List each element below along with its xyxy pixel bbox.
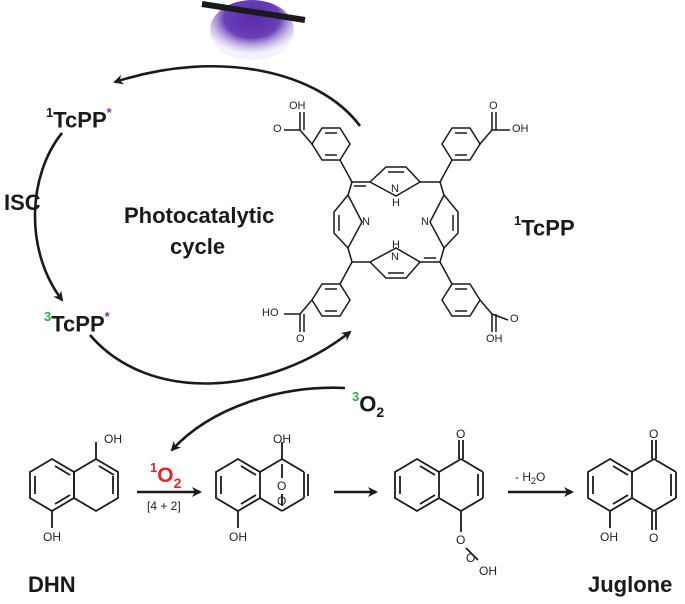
phenyl-top-right xyxy=(441,127,481,161)
porphyrin-n-right: N xyxy=(421,216,429,228)
juglone-oh: OH xyxy=(600,530,618,544)
excited-star: * xyxy=(106,105,112,120)
triplet-tcpp-name: TcPP xyxy=(51,311,105,337)
pyrrole-right xyxy=(429,193,459,250)
hydroperoxide-ketone-o: O xyxy=(456,427,466,441)
cycloaddition-label: [4 + 2] xyxy=(147,499,181,513)
triplet-oxygen-superscript: 3 xyxy=(352,389,360,404)
juglone-structure xyxy=(587,440,677,530)
porphyrin-structure xyxy=(284,112,510,332)
triplet-oxygen-label: 3O2 xyxy=(352,389,384,419)
dehydration-label: - H2O xyxy=(515,470,546,486)
porphyrin-superscript: 1 xyxy=(514,213,522,228)
porphyrin-name: TcPP xyxy=(521,215,575,241)
phenyl-bottom-left xyxy=(311,283,351,317)
porphyrin-oh-top-left: OH xyxy=(289,100,306,112)
oxygen-activation-arrow xyxy=(170,386,346,452)
phenyl-bottom-right xyxy=(441,283,481,317)
dhn-label: DHN xyxy=(28,572,76,597)
pyrrole-bottom xyxy=(368,247,422,279)
dehydration-sub: 2 xyxy=(531,476,537,486)
singlet-tcpp-name: TcPP xyxy=(53,107,107,133)
triplet-oxygen-subscript: 2 xyxy=(376,404,385,421)
singlet-oxygen-o: O xyxy=(157,464,174,487)
hydroperoxide-o2: O xyxy=(466,551,476,565)
dhn-structure xyxy=(29,442,119,528)
porphyrin-n-left: N xyxy=(362,216,370,228)
porphyrin-label: 1TcPP xyxy=(514,213,575,241)
porphyrin-o-top-left: O xyxy=(273,123,282,135)
singlet-oxygen-superscript: 1 xyxy=(150,460,158,475)
porphyrin-o-bottom-right: O xyxy=(510,313,519,325)
porphyrin-h-top: H xyxy=(392,197,400,209)
endoperoxide-o-upper: O xyxy=(277,479,287,493)
triplet-superscript: 3 xyxy=(44,309,52,324)
lamp-bar xyxy=(201,1,306,23)
cycle-title-line1: Photocatalytic xyxy=(124,203,275,228)
porphyrin-o-bottom-left: O xyxy=(296,333,305,345)
energy-transfer-arrow xyxy=(89,330,352,385)
porphyrin-oh-bottom-right: OH xyxy=(486,333,503,345)
pyrrole-top xyxy=(368,166,422,197)
phenyl-top-left xyxy=(311,127,351,161)
juglone-o-top: O xyxy=(649,427,659,441)
pyrrole-left xyxy=(333,193,363,250)
endoperoxide-oh-top: OH xyxy=(273,432,291,446)
hydroperoxide-o1: O xyxy=(456,533,466,547)
hydroperoxide-oh: OH xyxy=(479,564,497,578)
cycle-arrows xyxy=(33,65,362,452)
triplet-oxygen-o: O xyxy=(359,391,377,417)
hydroperoxide-structure xyxy=(394,440,484,561)
dhn-oh-top: OH xyxy=(104,432,122,446)
singlet-tcpp-label: 1TcPP* xyxy=(46,105,112,133)
dehydration-minus-h: - H xyxy=(515,470,531,484)
dehydration-o: O xyxy=(536,470,546,484)
porphyrin-o-top-right: O xyxy=(489,100,498,112)
singlet-oxygen-subscript: 2 xyxy=(173,475,182,491)
triplet-tcpp-label: 3TcPP* xyxy=(44,309,110,337)
endoperoxide-structure xyxy=(215,442,309,528)
singlet-oxygen-label: 1O2 xyxy=(150,460,181,490)
excitation-arrow xyxy=(113,65,362,127)
triplet-star: * xyxy=(104,309,110,324)
porphyrin-n-bottom: N xyxy=(391,251,399,263)
porphyrin-h-bottom: H xyxy=(392,239,400,251)
juglone-label: Juglone xyxy=(588,572,673,597)
light-source xyxy=(201,0,306,60)
cycle-title-line2: cycle xyxy=(170,234,226,259)
porphyrin-n-top: N xyxy=(391,183,399,195)
endoperoxide-o-lower: O xyxy=(277,494,287,508)
porphyrin-oh-top-right: OH xyxy=(512,123,529,135)
isc-arrow xyxy=(33,132,64,302)
isc-label: ISC xyxy=(4,190,41,215)
endoperoxide-oh-bottom: OH xyxy=(229,530,247,544)
dhn-oh-bottom: OH xyxy=(43,530,61,544)
singlet-superscript: 1 xyxy=(46,105,54,120)
porphyrin-ho-bottom-left: HO xyxy=(262,307,279,319)
juglone-o-bottom: O xyxy=(649,531,659,545)
